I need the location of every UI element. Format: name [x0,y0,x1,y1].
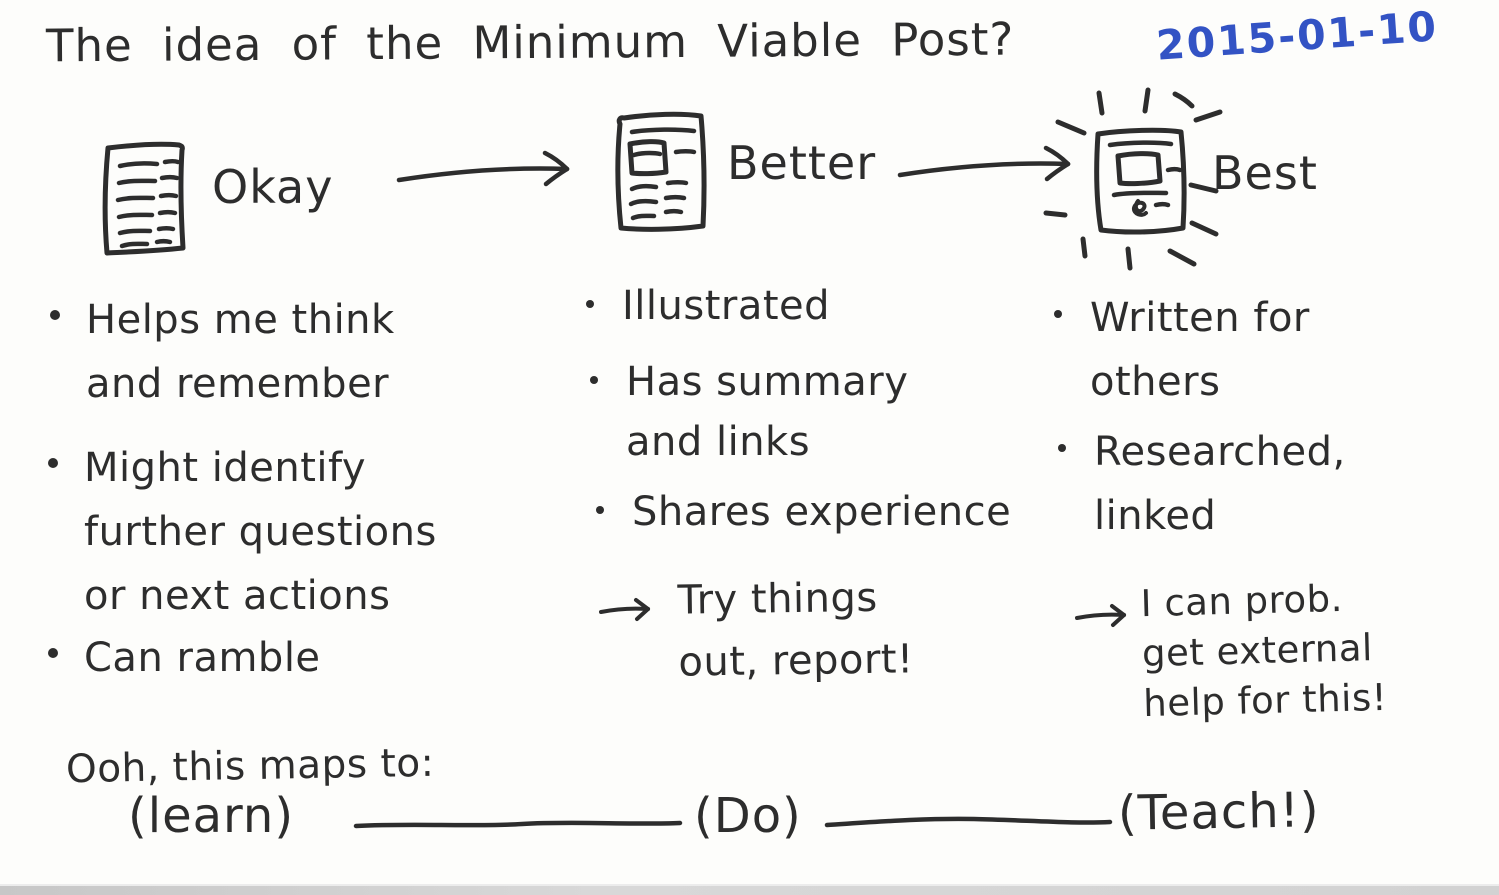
list-item: Has summary and links [590,352,908,472]
list-item: Researched, linked [1058,420,1346,548]
mapping-item-teach: (Teach!) [1117,782,1321,842]
arrow-right-icon [1075,604,1126,627]
page-title: The idea of the Minimum Viable Post? [45,12,1015,73]
bullet-text: Written for others [1090,295,1310,405]
mapping-item-learn: (learn) [128,788,295,844]
list-item: Helps me think and remember [50,288,395,416]
stage-label-okay: Okay [212,160,334,214]
bullet-dot-icon [590,376,598,384]
list-item: Shares experience [596,482,1011,542]
bullet-text: Illustrated [622,283,831,329]
stage-label-better: Better [727,136,877,190]
arrow-right-icon [599,598,650,621]
arrow-right-icon [396,150,570,187]
list-item: Illustrated [586,276,830,336]
bullet-dot-icon [596,506,604,514]
arrow-right-icon [897,145,1071,182]
list-item: Written for others [1054,286,1310,414]
mapping-intro: Ooh, this maps to: [65,740,435,793]
connector-line [353,820,683,829]
mapping-item-do: (Do) [694,788,802,844]
bullet-dot-icon [50,310,60,320]
connector-line [824,816,1113,828]
note-external-help: I can prob. get external help for this! [1140,576,1388,726]
bullet-text: Researched, linked [1094,429,1346,539]
list-item: Might identify further questions or next… [48,436,437,628]
list-item: Can ramble [48,626,321,690]
bullet-text: Has summary and links [626,359,909,465]
bullet-text: Might identify further questions or next… [84,445,437,619]
bullet-dot-icon [586,300,594,308]
stage-label-best: Best [1212,146,1318,200]
card-edge [0,884,1499,895]
illustrated-page-icon [615,111,707,232]
bullet-text: Can ramble [84,635,321,681]
bullet-dot-icon [48,648,58,658]
bullet-text: Shares experience [632,489,1012,535]
date-label: 2015-01-10 [1154,2,1440,70]
shining-illustrated-page-icon [1043,87,1223,271]
bullet-dot-icon [1058,444,1066,452]
bullet-dot-icon [1054,310,1062,318]
plain-text-page-icon [102,141,186,256]
bullet-dot-icon [48,458,58,468]
bullet-text: Helps me think and remember [86,297,395,407]
note-try-things: Try things out, report! [677,574,914,686]
